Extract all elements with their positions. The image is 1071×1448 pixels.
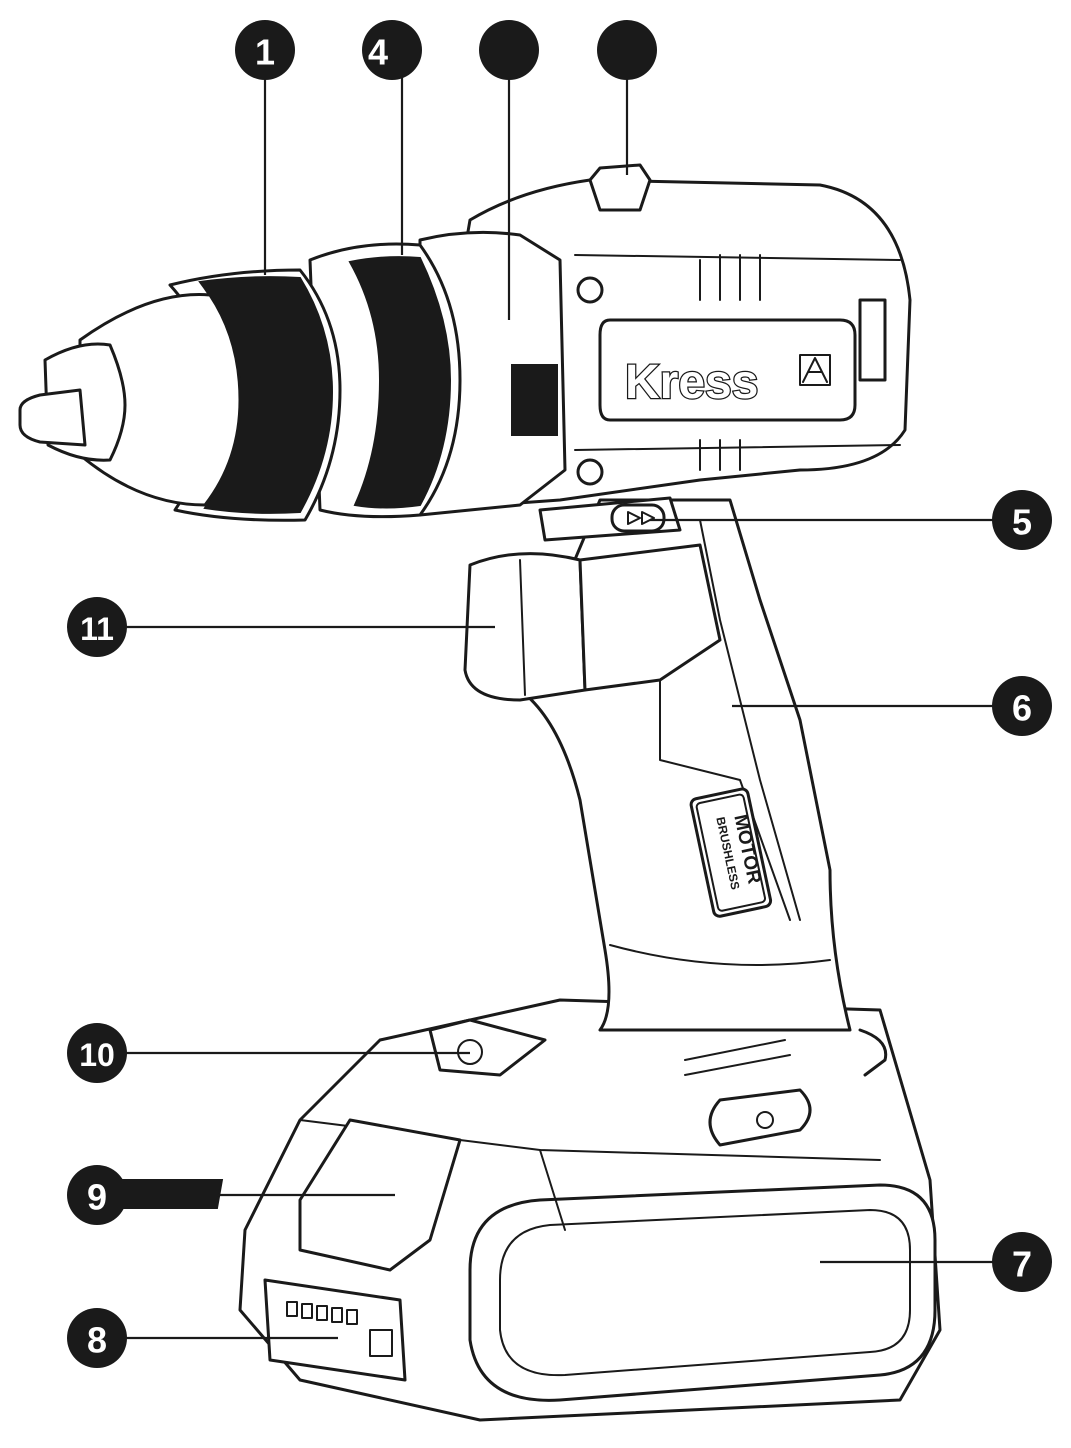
callout-1-label: 1 [255, 32, 275, 73]
callout-1: 1 [235, 20, 295, 80]
callout-9-label: 9 [87, 1177, 107, 1218]
callout-5-label: 5 [1012, 502, 1032, 543]
drill-drawing: BRUSHLESS MOTOR Kress [18, 163, 942, 1422]
callout-7: 7 [992, 1232, 1052, 1292]
callout-7-label: 7 [1012, 1244, 1032, 1285]
callout-8-label: 8 [87, 1320, 107, 1361]
brand-logo-mark [799, 354, 831, 386]
svg-text:Kress: Kress [625, 356, 758, 409]
callout-8: 8 [67, 1308, 127, 1368]
callout-6: 6 [992, 676, 1052, 736]
callout-10-label: 10 [79, 1037, 115, 1073]
callout-5: 5 [992, 490, 1052, 550]
torque-collar [308, 242, 462, 519]
callout-2 [479, 20, 539, 80]
callout-6-label: 6 [1012, 688, 1032, 729]
callout-11-label: 11 [80, 611, 114, 647]
battery-pack [105, 998, 942, 1422]
charge-check-button [369, 1329, 393, 1357]
chuck [18, 268, 342, 522]
callout-9: 9 [67, 1165, 127, 1225]
callout-11: 11 [67, 597, 127, 657]
callout-10: 10 [67, 1023, 127, 1083]
callout-4: 4 [362, 20, 422, 80]
callout-3 [597, 20, 657, 80]
trigger [463, 543, 722, 702]
gear-housing [418, 230, 567, 517]
direction-switch [538, 496, 682, 542]
leader-lines [125, 72, 995, 1340]
charge-level-leds [286, 1301, 358, 1325]
callout-4-label: 4 [368, 32, 388, 73]
